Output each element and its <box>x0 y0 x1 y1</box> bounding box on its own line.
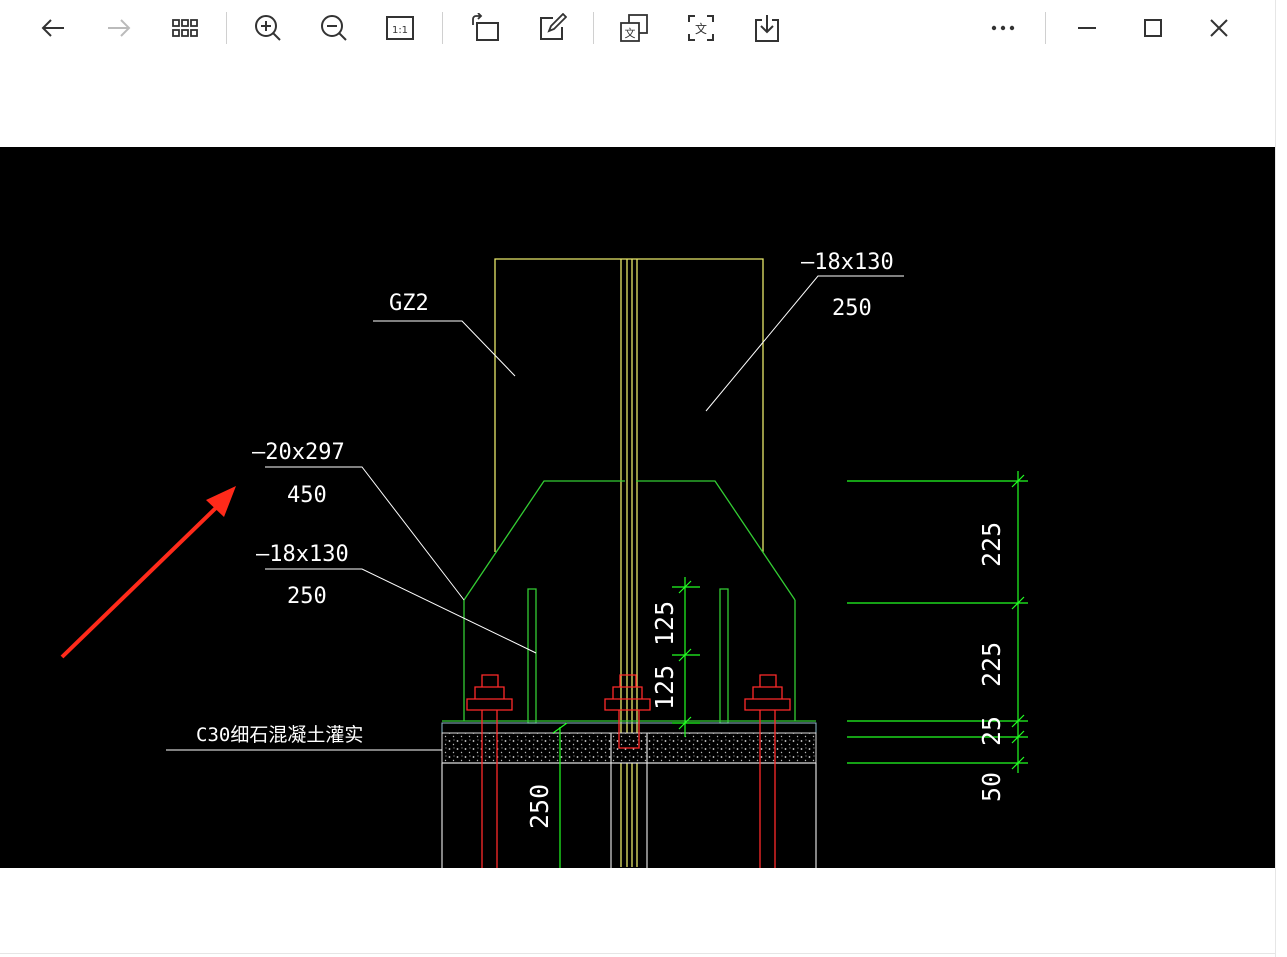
zoom-out-icon <box>321 15 347 41</box>
grout-note-label: C30细石混凝土灌实 <box>196 724 363 746</box>
dimension-lines <box>552 471 1028 868</box>
toolbar-divider <box>442 12 443 44</box>
forward-button[interactable] <box>97 6 141 50</box>
close-button[interactable] <box>1197 6 1241 50</box>
zoom-in-button[interactable] <box>246 6 290 50</box>
anchor-bolt <box>744 674 791 868</box>
dimension-text: 225 <box>977 642 1006 687</box>
toolbar-divider <box>593 12 594 44</box>
actual-size-icon: 1:1 <box>386 16 414 40</box>
more-icon <box>991 25 1015 31</box>
more-button[interactable] <box>981 6 1025 50</box>
dimension-text: 225 <box>977 522 1006 567</box>
anchor-bolt <box>604 674 651 749</box>
back-button[interactable] <box>31 6 75 50</box>
maximize-icon <box>1144 19 1162 37</box>
stiffener-low-spec-label: —18x130 <box>256 542 349 567</box>
forward-icon <box>108 19 131 37</box>
download-button[interactable] <box>745 6 789 50</box>
viewer-bottom-border <box>0 953 1275 954</box>
edit-icon <box>540 13 567 40</box>
download-icon <box>755 15 779 42</box>
grid-view-icon <box>172 19 198 37</box>
browse-button[interactable] <box>163 6 207 50</box>
translate-button[interactable]: 文 <box>612 6 656 50</box>
concrete-pedestal <box>441 733 817 868</box>
stiffener-top-spec-label: —18x130 <box>801 250 894 275</box>
stiffener-top-length-label: 250 <box>832 296 872 321</box>
ocr-button[interactable]: 文 <box>679 6 723 50</box>
minimize-button[interactable] <box>1065 6 1109 50</box>
dimension-text: 125 <box>650 601 679 646</box>
dimension-text: 125 <box>650 665 679 710</box>
anchor-bolts <box>466 674 791 868</box>
stiffener-low-length-label: 250 <box>287 584 327 609</box>
edit-button[interactable] <box>530 6 574 50</box>
base-plate-spec-label: —20x297 <box>252 440 345 465</box>
rotate-icon <box>472 13 499 41</box>
annotation-arrow <box>60 486 236 659</box>
dimension-text: 50 <box>977 772 1006 802</box>
actual-size-glyph: 1:1 <box>392 25 408 36</box>
rotate-button[interactable] <box>463 6 507 50</box>
anchor-bolt <box>466 674 513 868</box>
maximize-button[interactable] <box>1131 6 1175 50</box>
ocr-icon: 文 <box>688 15 714 41</box>
ocr-glyph: 文 <box>695 21 707 36</box>
translate-icon: 文 <box>620 14 648 42</box>
vertical-scrollbar[interactable] <box>1275 0 1287 957</box>
dimension-text: 25 <box>977 716 1006 746</box>
column-mark-label: GZ2 <box>389 291 429 316</box>
minimize-icon <box>1078 27 1096 29</box>
translate-glyph: 文 <box>625 26 636 40</box>
cad-drawing-viewport[interactable]: GZ2 —18x130 250 —20x297 450 —18x130 250 … <box>0 147 1275 868</box>
base-plate-length-label: 450 <box>287 483 327 508</box>
steel-column <box>494 258 764 867</box>
toolbar: 1:1 文 文 <box>0 0 1287 56</box>
actual-size-button[interactable]: 1:1 <box>378 6 422 50</box>
toolbar-divider <box>226 12 227 44</box>
zoom-out-button[interactable] <box>312 6 356 50</box>
dimension-text: 250 <box>525 784 554 829</box>
close-icon <box>1210 19 1228 37</box>
cad-drawing: GZ2 —18x130 250 —20x297 450 —18x130 250 … <box>60 250 1028 868</box>
leader-lines <box>166 275 904 751</box>
back-icon <box>41 19 64 37</box>
zoom-in-icon <box>255 15 281 41</box>
toolbar-divider <box>1045 12 1046 44</box>
